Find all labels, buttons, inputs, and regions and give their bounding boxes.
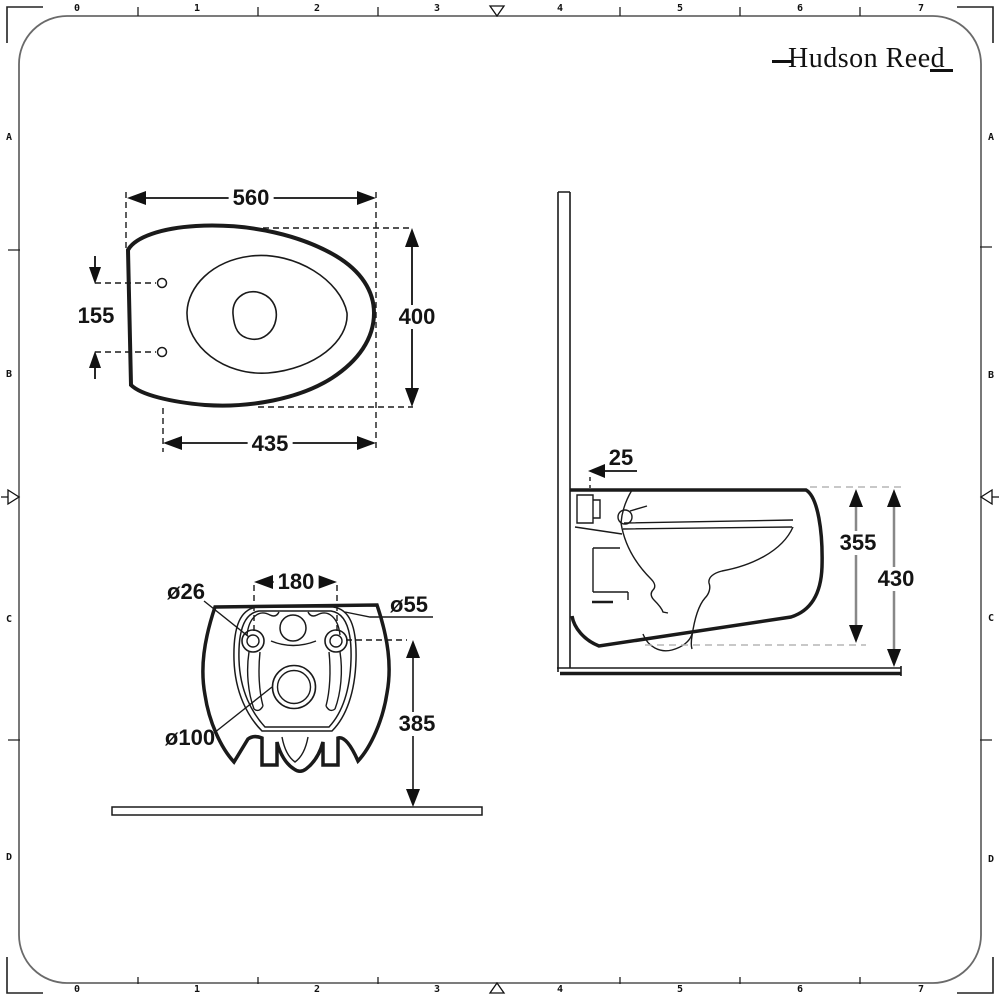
- dim-label-inlet-dia: ø55: [390, 592, 428, 617]
- ruler-top-number-6: 6: [796, 3, 804, 14]
- ruler-bottom-number-2: 2: [313, 984, 321, 995]
- logo-text: Hudson Reed: [788, 43, 946, 74]
- ruler-bottom-number-6: 6: [796, 984, 804, 995]
- dim-label-outlet-dia: ø100: [164, 725, 216, 750]
- ruler-top-number-1: 1: [193, 3, 201, 14]
- rear-view-extension-lines: [253, 585, 407, 641]
- center-markers: [1, 5, 999, 994]
- dim-label-overall-depth: 400: [394, 305, 440, 329]
- ruler-left-letter-a: A: [5, 132, 13, 143]
- dim-label-wall-gap: 25: [608, 445, 634, 470]
- side-view-outline: [570, 488, 824, 652]
- rear-view-floor: [111, 806, 483, 816]
- corner-marks: [6, 6, 994, 994]
- ruler-bottom-number-5: 5: [676, 984, 684, 995]
- ruler-left-letter-c: C: [5, 614, 13, 625]
- ruler-top-number-5: 5: [676, 3, 684, 14]
- ruler-top-number-2: 2: [313, 3, 321, 14]
- ruler-bottom-number-4: 4: [556, 984, 564, 995]
- ruler-left-letter-d: D: [5, 852, 13, 863]
- ruler-bottom-number-3: 3: [433, 984, 441, 995]
- ruler-right-letter-d: D: [987, 854, 995, 865]
- dim-label-underside-height: 355: [835, 531, 881, 555]
- logo-left-dash: [772, 60, 793, 63]
- dim-label-seat-length: 435: [247, 432, 293, 456]
- ruler-top-number-4: 4: [556, 3, 564, 14]
- ruler-top-number-3: 3: [433, 3, 441, 14]
- dim-label-hinge-spacing: 155: [73, 304, 119, 328]
- dim-label-fixing-hole-dia: ø26: [167, 579, 205, 604]
- top-view-extension-lines: [95, 192, 413, 452]
- logo-right-dash: [930, 69, 954, 72]
- dim-label-fixing-centres: 180: [273, 570, 319, 594]
- top-view-outline: [125, 223, 377, 408]
- top-view-dimension-lines: [89, 191, 419, 450]
- ruler-left-letter-b: B: [5, 369, 13, 380]
- dim-label-overall-width: 560: [228, 186, 274, 210]
- ruler-top-number-7: 7: [917, 3, 925, 14]
- ruler-top-number-0: 0: [73, 3, 81, 14]
- brand-logo: Hudson Reed: [772, 43, 954, 78]
- rear-view-leader-lines: [203, 600, 433, 734]
- dim-label-inlet-height: 385: [394, 712, 440, 736]
- ruler-bottom-number-0: 0: [73, 984, 81, 995]
- ruler-right-letter-a: A: [987, 132, 995, 143]
- side-view-wall-floor: [557, 191, 902, 676]
- side-view-extension-lines: [589, 477, 901, 646]
- ruler-ticks: [8, 7, 992, 984]
- ruler-bottom-number-7: 7: [917, 984, 925, 995]
- ruler-bottom-number-1: 1: [193, 984, 201, 995]
- rear-view-outline: [201, 603, 391, 773]
- ruler-right-letter-b: B: [987, 370, 995, 381]
- page-border: [18, 15, 982, 984]
- ruler-right-letter-c: C: [987, 613, 995, 624]
- dim-label-rim-height: 430: [873, 567, 919, 591]
